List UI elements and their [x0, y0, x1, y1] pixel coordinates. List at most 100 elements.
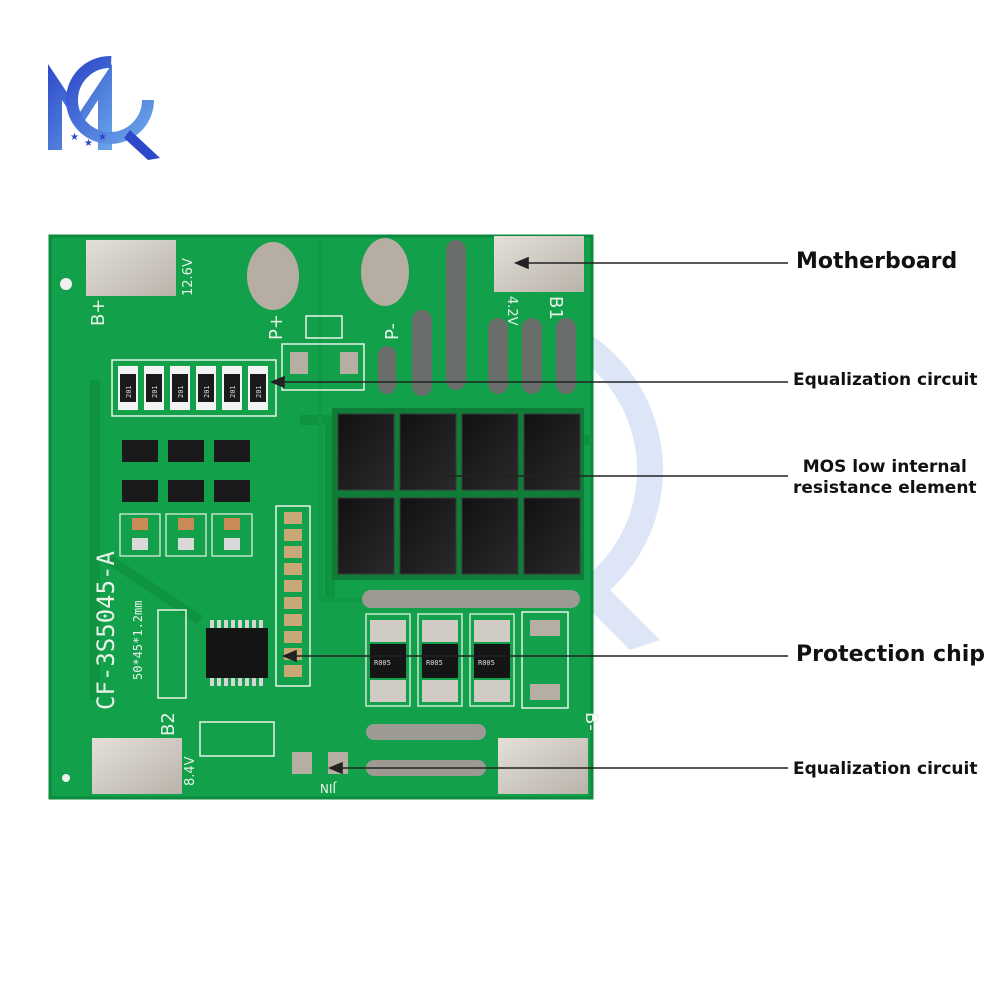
- chip-pin: [259, 676, 263, 686]
- shunt-pad: [422, 680, 458, 702]
- mosfet: [399, 413, 457, 491]
- shunt-outline: [417, 613, 463, 707]
- chip-pin: [231, 620, 235, 630]
- mq-logo-icon: ★ ★ ★: [48, 56, 160, 160]
- capacitor: [178, 518, 194, 530]
- chip-pin: [238, 620, 242, 630]
- shunt-pad: [474, 620, 510, 642]
- capacitor: [224, 518, 240, 530]
- resistor-code: 201: [177, 385, 185, 398]
- label-b2: B2: [158, 712, 179, 736]
- chip-pin: [252, 676, 256, 686]
- chip-pin: [245, 676, 249, 686]
- shunt-resistors: R005 R005 R005: [365, 613, 515, 707]
- chip-pin: [259, 620, 263, 630]
- mosfet: [399, 497, 457, 575]
- chip-pin: [245, 620, 249, 630]
- pad-p-minus: [361, 238, 409, 306]
- mosfet: [523, 413, 581, 491]
- label-12-6v: 12.6V: [181, 258, 196, 296]
- callout-protection-chip: Protection chip: [796, 642, 986, 667]
- mosfet: [523, 497, 581, 575]
- connector-pin: [284, 597, 302, 609]
- connector-pin: [284, 614, 302, 626]
- connector-pin: [284, 631, 302, 643]
- pad-b-plus: [86, 240, 176, 296]
- resistor-code: 201: [125, 385, 133, 398]
- pads: [86, 236, 588, 794]
- resistor-body: [250, 374, 266, 402]
- equalization-resistors: 201 201 201 201 201 201: [111, 359, 277, 417]
- callout-mos-line1: MOS low internal: [802, 457, 967, 477]
- transistor: [214, 440, 250, 462]
- resistor-body: [198, 374, 214, 402]
- chip-pin: [252, 620, 256, 630]
- shunt-pad: [422, 620, 458, 642]
- cap-outline: [165, 513, 207, 557]
- chip-pin: [231, 676, 235, 686]
- capacitor: [224, 538, 240, 550]
- chip-pin: [217, 676, 221, 686]
- connector-pin: [284, 512, 302, 524]
- cap-outline: [119, 513, 161, 557]
- shunt-code: R005: [374, 659, 391, 667]
- capacitor: [132, 538, 148, 550]
- resistor-body: [224, 374, 240, 402]
- shunt-body: [422, 644, 458, 678]
- resistor-code: 201: [203, 385, 211, 398]
- label-jin: JIN: [320, 781, 337, 795]
- chip-pin: [224, 676, 228, 686]
- label-b1: B1: [545, 296, 566, 320]
- transistor: [168, 480, 204, 502]
- shunt-outline: [469, 613, 515, 707]
- label-p-minus: P-: [382, 323, 403, 340]
- shunt-body: [474, 644, 510, 678]
- svg-text:★: ★: [98, 132, 107, 143]
- label-p-plus: P+: [266, 314, 287, 340]
- connector-pin: [284, 563, 302, 575]
- mosfet: [461, 413, 519, 491]
- callout-equalization-top: Equalization circuit: [793, 370, 978, 390]
- chip-pin: [210, 620, 214, 630]
- label-b-minus: B-: [581, 712, 602, 731]
- pad-b-minus: [498, 738, 588, 794]
- silkscreen-labels: B+ 12.6V P+ P- 4.2V B1 CF-3S5045-A 50*45…: [88, 258, 602, 795]
- capacitor: [178, 538, 194, 550]
- board-size: 50*45*1.2mm: [131, 601, 145, 680]
- svg-text:★: ★: [84, 138, 93, 149]
- shunt-pad: [370, 620, 406, 642]
- shunt-pad: [474, 680, 510, 702]
- label-8-4v: 8.4V: [183, 756, 198, 786]
- resistor-code: 201: [151, 385, 159, 398]
- connector-pin: [284, 546, 302, 558]
- transistor: [122, 480, 158, 502]
- callout-lines: [269, 256, 788, 775]
- balancing-transistors: [119, 440, 253, 557]
- label-b-plus: B+: [88, 299, 109, 326]
- mosfet: [461, 497, 519, 575]
- shunt-code: R005: [478, 659, 495, 667]
- transistor: [214, 480, 250, 502]
- pad-p-plus: [247, 242, 299, 310]
- connector-pin: [284, 665, 302, 677]
- chip-pin: [210, 676, 214, 686]
- shunt-code: R005: [426, 659, 443, 667]
- callout-mos: MOS low internal resistance element: [793, 457, 977, 499]
- shunt-pad: [370, 680, 406, 702]
- resistor-body: [146, 374, 162, 402]
- cap-outline: [211, 513, 253, 557]
- label-4-2v: 4.2V: [504, 296, 519, 326]
- pad-b1: [494, 236, 584, 292]
- callout-mos-line2: resistance element: [793, 478, 977, 498]
- mosfet: [337, 497, 395, 575]
- chip-pin: [238, 676, 242, 686]
- resistor-code: 201: [229, 385, 237, 398]
- callout-motherboard: Motherboard: [796, 249, 958, 274]
- resistor-code: 201: [255, 385, 263, 398]
- transistor: [168, 440, 204, 462]
- resistor-body: [120, 374, 136, 402]
- protection-chip: [206, 620, 268, 686]
- connector-pin: [284, 529, 302, 541]
